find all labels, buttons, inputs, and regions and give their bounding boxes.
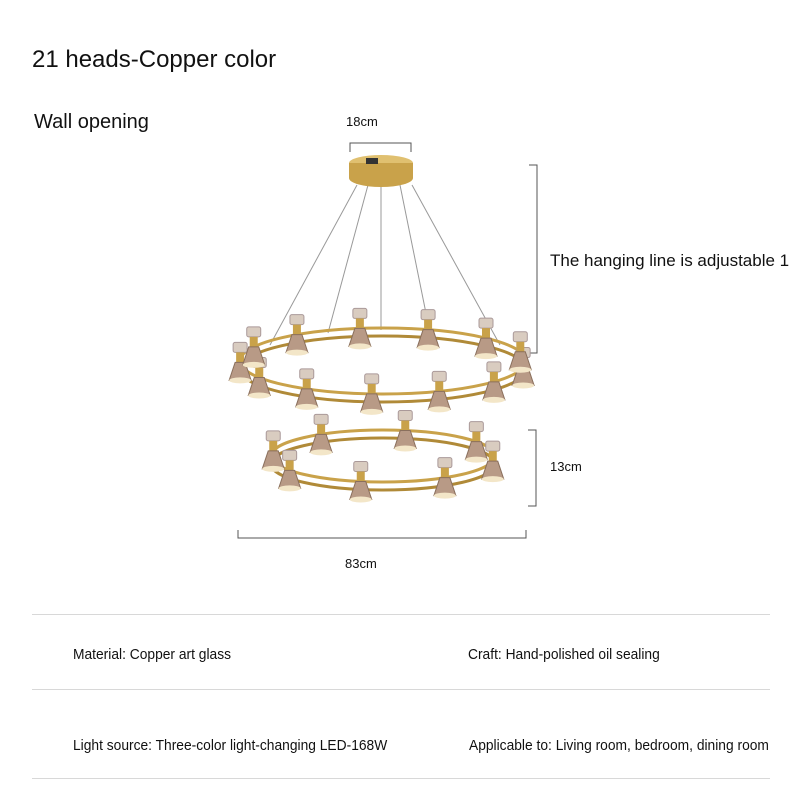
- rings: [228, 307, 535, 503]
- wire: [399, 184, 431, 334]
- lamp-head: [359, 373, 384, 415]
- wall-opening-label: Wall opening: [34, 111, 149, 133]
- lamp-head: [348, 307, 372, 350]
- hanging-line-note: The hanging line is adjustable 1: [550, 251, 790, 270]
- lamp-head: [261, 430, 285, 472]
- lamp-head: [309, 413, 333, 456]
- lamp-head: [277, 449, 302, 492]
- lamp-head: [349, 460, 373, 503]
- lamp-head: [433, 457, 457, 499]
- hanging-wires: [269, 184, 501, 346]
- lamp-head: [242, 326, 266, 368]
- product-title: 21 heads-Copper color: [32, 46, 277, 73]
- lamp-head: [427, 370, 451, 413]
- diameter-dimension: 83cm: [345, 556, 377, 571]
- hanging-dimension-bracket: [529, 164, 538, 354]
- wire: [327, 184, 369, 334]
- lamp-head: [393, 410, 417, 452]
- diameter-bracket: [237, 530, 527, 539]
- canopy-dimension-bracket: [349, 142, 412, 152]
- wire: [269, 184, 358, 346]
- dimension-lines: [237, 142, 538, 539]
- lamp-head: [464, 421, 489, 463]
- lamp-head: [482, 361, 506, 403]
- ring-spacing-dimension: 13cm: [550, 459, 582, 474]
- lamp-head: [295, 368, 319, 410]
- lamp-head: [508, 331, 532, 373]
- lamp-head: [285, 314, 309, 356]
- divider: [32, 778, 770, 779]
- lamp-head: [228, 341, 252, 384]
- spec-material: Material: Copper art glass: [73, 646, 232, 663]
- lamp-head: [481, 440, 505, 483]
- lamp-head: [474, 317, 498, 360]
- spec-craft: Craft: Hand-polished oil sealing: [468, 646, 660, 663]
- divider: [32, 614, 770, 615]
- divider: [32, 689, 770, 690]
- spec-light-source: Light source: Three-color light-changing…: [73, 737, 388, 754]
- canopy: [349, 155, 413, 187]
- ring-spacing-bracket: [528, 429, 537, 507]
- lamp-head: [416, 309, 440, 351]
- canopy-dimension: 18cm: [346, 114, 378, 129]
- spec-applicable: Applicable to: Living room, bedroom, din…: [469, 737, 769, 754]
